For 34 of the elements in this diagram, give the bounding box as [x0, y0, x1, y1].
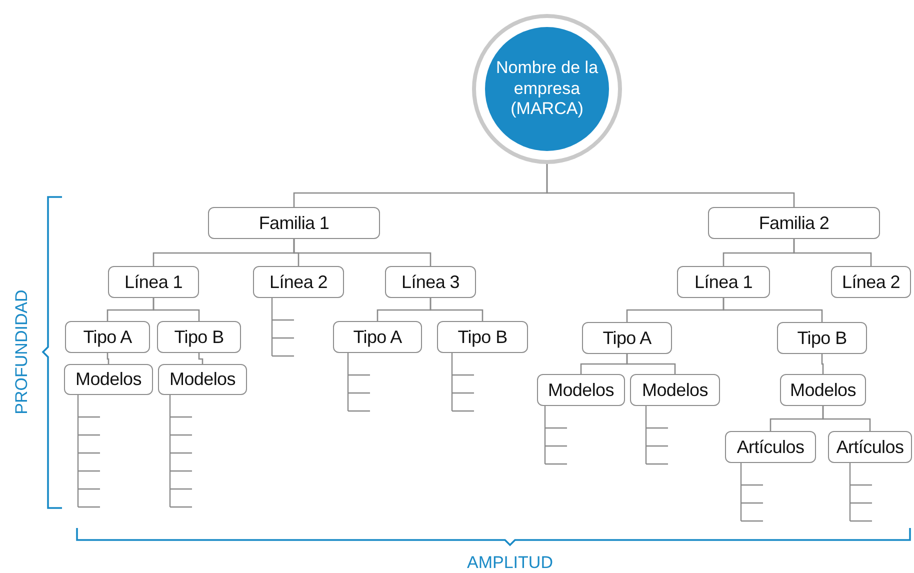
category-box: Línea 2	[831, 266, 911, 298]
connector-line	[626, 354, 676, 374]
connector-line	[293, 239, 432, 266]
connector-line	[198, 353, 204, 364]
category-box: Modelos	[537, 374, 625, 406]
axis-label: AMPLITUD	[467, 553, 553, 573]
category-box: Línea 1	[677, 266, 770, 298]
category-box: Modelos	[158, 364, 247, 395]
category-box: Modelos	[780, 374, 866, 406]
axis-label: PROFUNDIDAD	[12, 290, 32, 414]
connector-line	[106, 353, 110, 364]
category-box: Familia 2	[708, 207, 880, 239]
category-box: Tipo B	[157, 321, 241, 353]
connector-line	[430, 298, 484, 321]
connector-line	[821, 354, 824, 374]
category-box: Familia 1	[208, 207, 380, 239]
connector-line	[722, 298, 823, 322]
category-box: Tipo B	[777, 322, 867, 354]
connector-line	[793, 239, 872, 266]
connector-line	[822, 406, 871, 431]
category-box: Línea 1	[108, 266, 199, 298]
category-box: Tipo B	[437, 321, 528, 353]
category-box: Tipo A	[65, 321, 150, 353]
category-box: Artículos	[725, 431, 816, 463]
category-box: Modelos	[64, 364, 153, 395]
connector-line	[152, 298, 200, 321]
category-box: Tipo A	[582, 322, 672, 354]
category-box: Línea 2	[253, 266, 344, 298]
category-box: Línea 3	[385, 266, 476, 298]
node-label: Nombre de la empresa (MARCA)	[494, 58, 600, 120]
category-box: Artículos	[828, 431, 912, 463]
category-box: Tipo A	[333, 321, 422, 353]
connector-line	[546, 164, 795, 207]
category-box: Modelos	[630, 374, 720, 406]
